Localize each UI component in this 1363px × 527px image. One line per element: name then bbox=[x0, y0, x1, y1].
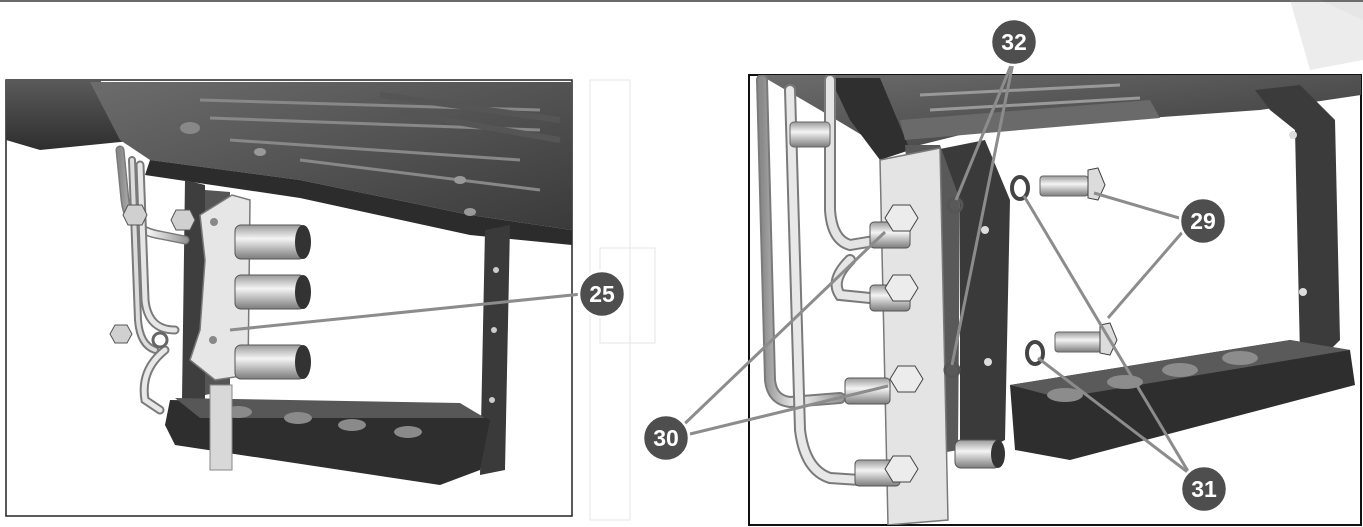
right-detail-view bbox=[748, 74, 1362, 526]
background-shading bbox=[1290, 0, 1363, 70]
callout-32-label: 32 bbox=[1001, 29, 1027, 55]
callout-32: 32 bbox=[989, 17, 1039, 67]
seat-platform-right bbox=[760, 75, 1361, 160]
fasteners bbox=[109, 204, 196, 349]
callout-29-label: 29 bbox=[1190, 208, 1216, 234]
leader-29b bbox=[1106, 227, 1188, 319]
step-tread-right bbox=[1010, 340, 1355, 460]
callout-25: 25 bbox=[577, 269, 627, 319]
left-detail-view bbox=[5, 79, 573, 517]
callout-29: 29 bbox=[1178, 196, 1228, 246]
leader-25 bbox=[229, 292, 583, 332]
callout-31-label: 31 bbox=[1191, 476, 1217, 502]
hydraulic-tubes-right bbox=[756, 75, 886, 486]
top-rule bbox=[0, 0, 1363, 2]
bolts-washers bbox=[1010, 167, 1118, 366]
leader-lines bbox=[229, 57, 1199, 484]
leader-32a bbox=[954, 57, 1016, 201]
step-tread bbox=[165, 398, 490, 485]
leader-30b bbox=[689, 384, 889, 436]
leader-32b bbox=[950, 57, 1016, 366]
leader-30a bbox=[674, 230, 887, 434]
seat-platform bbox=[6, 80, 572, 245]
callout-30: 30 bbox=[641, 413, 691, 463]
hydraulic-couplers bbox=[234, 224, 311, 380]
leader-29a bbox=[1093, 191, 1187, 222]
leader-31a bbox=[1022, 195, 1197, 484]
leader-31b bbox=[1037, 356, 1199, 482]
callout-31: 31 bbox=[1179, 464, 1229, 514]
hydraulic-tubes bbox=[115, 145, 190, 415]
callout-30-label: 30 bbox=[653, 425, 679, 451]
tube-fittings bbox=[844, 204, 1005, 487]
callout-25-label: 25 bbox=[589, 281, 615, 307]
